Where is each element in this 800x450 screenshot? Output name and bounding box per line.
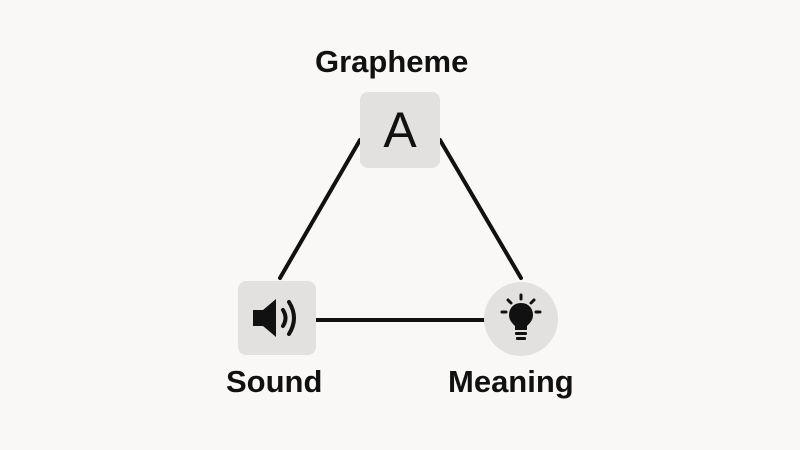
edge-grapheme-meaning bbox=[438, 138, 523, 280]
speaker-icon bbox=[249, 294, 305, 342]
sound-label: Sound bbox=[226, 364, 323, 399]
sound-node bbox=[238, 281, 316, 355]
meaning-label: Meaning bbox=[448, 364, 574, 399]
grapheme-label: Grapheme bbox=[315, 44, 469, 79]
lightbulb-icon bbox=[492, 290, 550, 348]
grapheme-node: A bbox=[360, 92, 440, 168]
letter-a-icon: A bbox=[383, 102, 417, 158]
edge-grapheme-sound bbox=[278, 138, 362, 280]
meaning-node bbox=[484, 282, 558, 356]
